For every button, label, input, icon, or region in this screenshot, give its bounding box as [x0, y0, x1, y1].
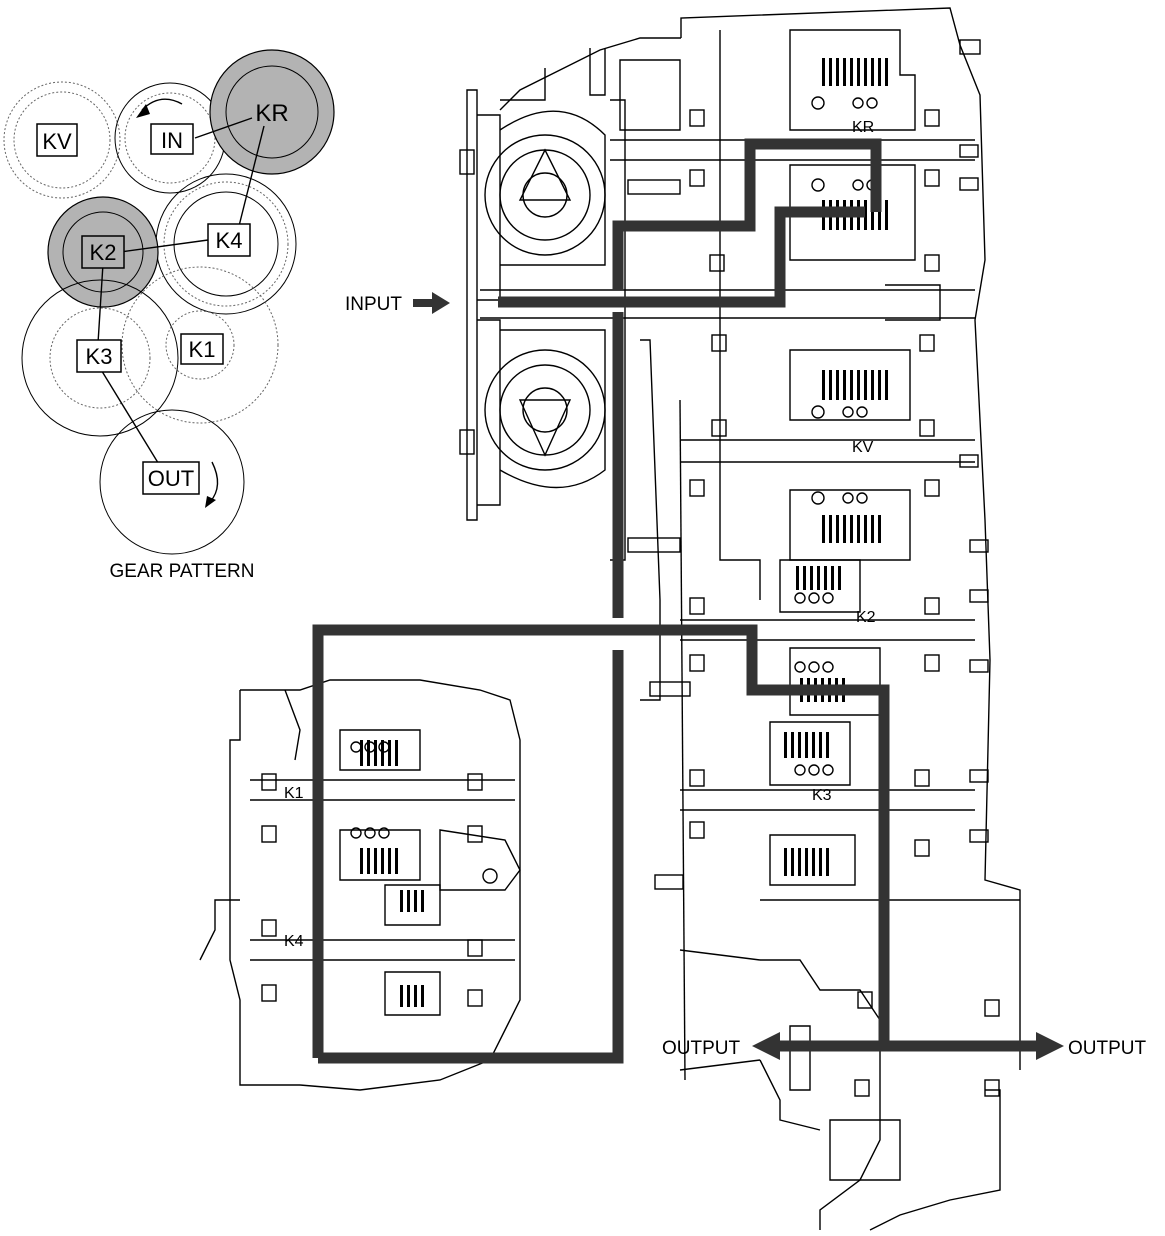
gear-label-out: OUT — [148, 466, 194, 491]
power-flow-path — [312, 138, 1064, 1064]
gear-k1-circle — [121, 266, 279, 424]
clutch-label-k3: K3 — [812, 787, 832, 804]
gear-label-kv: KV — [42, 129, 72, 154]
output-arrow-right — [1036, 1032, 1064, 1060]
gear-k3-circle — [21, 279, 179, 437]
output-right-label: OUTPUT — [1068, 1038, 1147, 1059]
gear-pattern: KV IN KR K2 K4 K3 K1 OUT GEAR PATTERN — [3, 49, 335, 582]
gear-label-k4: K4 — [216, 228, 243, 253]
gear-kr-circle — [209, 49, 335, 175]
clutch-label-kr: KR — [852, 119, 874, 136]
gear-out-circle — [99, 409, 245, 555]
clutch-label-kv: KV — [852, 439, 874, 456]
input-arrow — [413, 292, 450, 314]
clutch-label-k4: K4 — [284, 933, 304, 950]
gear-label-k3: K3 — [86, 344, 113, 369]
k1-k4-clutch-packs — [360, 740, 424, 1007]
gear-pattern-title: GEAR PATTERN — [110, 561, 255, 582]
gear-kv-circle — [3, 81, 121, 199]
gear-label-k1: K1 — [189, 337, 216, 362]
output-left-label: OUTPUT — [662, 1038, 741, 1059]
clutch-label-k2: K2 — [856, 609, 876, 626]
output-arrow-left — [752, 1032, 780, 1060]
input-label: INPUT — [345, 294, 402, 315]
k1-k4-section — [199, 679, 521, 1091]
gear-label-in: IN — [161, 128, 183, 153]
gear-label-kr: KR — [255, 100, 288, 127]
clutch-label-k1: K1 — [284, 785, 304, 802]
gear-label-k2: K2 — [90, 240, 117, 265]
main-transmission-section — [459, 7, 1021, 1231]
